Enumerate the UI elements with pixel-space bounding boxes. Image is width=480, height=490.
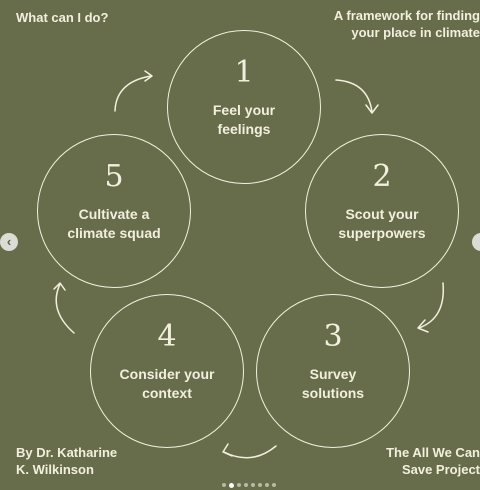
arrow-4-to-5-icon bbox=[53, 282, 75, 334]
author-line-2: K. Wilkinson bbox=[16, 462, 94, 477]
author-credit: By Dr. Katharine K. Wilkinson bbox=[16, 444, 117, 478]
previous-slide-button[interactable]: ‹ bbox=[0, 233, 18, 251]
arrow-5-to-1-icon bbox=[114, 70, 153, 112]
pagination-dot[interactable] bbox=[244, 483, 248, 487]
step-1-label-line-2: feelings bbox=[217, 121, 271, 137]
step-2-label: Scout your superpowers bbox=[312, 205, 452, 243]
pagination-dot[interactable] bbox=[272, 483, 276, 487]
framework-line-2: your place in climate bbox=[351, 25, 480, 40]
step-4-circle: 4 Consider your context bbox=[90, 294, 244, 448]
step-1-number: 1 bbox=[234, 55, 254, 90]
step-2-label-line-1: Scout your bbox=[345, 206, 419, 222]
author-line-1: By Dr. Katharine bbox=[16, 445, 118, 460]
arrow-1-to-2-icon bbox=[335, 79, 379, 114]
step-2-label-line-2: superpowers bbox=[338, 225, 426, 241]
step-4-number: 4 bbox=[157, 319, 177, 354]
question-heading: What can I do? bbox=[16, 9, 108, 26]
chevron-left-icon: ‹ bbox=[6, 234, 12, 249]
step-3-label-line-1: Survey bbox=[309, 366, 357, 382]
step-5-circle: 5 Cultivate a climate squad bbox=[37, 134, 191, 288]
step-3-number: 3 bbox=[323, 319, 343, 354]
pagination-dot[interactable] bbox=[222, 483, 226, 487]
arrow-2-to-3-icon bbox=[417, 282, 445, 333]
step-4-label: Consider your context bbox=[97, 365, 237, 403]
step-1-label: Feel your feelings bbox=[174, 101, 314, 139]
step-1-circle: 1 Feel your feelings bbox=[167, 30, 321, 184]
step-3-label: Survey solutions bbox=[263, 365, 403, 403]
pagination-dot[interactable] bbox=[265, 483, 269, 487]
step-2-number: 2 bbox=[372, 159, 392, 194]
carousel-pagination bbox=[222, 482, 276, 489]
project-credit: The All We Can Save Project bbox=[320, 444, 480, 478]
project-line-2: Save Project bbox=[401, 462, 480, 477]
step-5-label-line-2: climate squad bbox=[67, 225, 161, 241]
framework-line-1: A framework for finding bbox=[333, 8, 480, 23]
project-line-1: The All We Can bbox=[386, 445, 480, 460]
question-text: What can I do? bbox=[16, 10, 109, 25]
step-2-circle: 2 Scout your superpowers bbox=[305, 134, 459, 288]
framework-subtitle: A framework for finding your place in cl… bbox=[260, 7, 480, 41]
pagination-dot[interactable] bbox=[237, 483, 241, 487]
step-3-circle: 3 Survey solutions bbox=[256, 294, 410, 448]
next-slide-button[interactable] bbox=[472, 233, 480, 251]
arrow-3-to-4-icon bbox=[222, 443, 277, 459]
step-1-label-line-1: Feel your bbox=[212, 102, 276, 118]
pagination-dot[interactable] bbox=[258, 483, 262, 487]
step-5-number: 5 bbox=[104, 159, 124, 194]
step-3-label-line-2: solutions bbox=[301, 385, 365, 401]
step-5-label-line-1: Cultivate a bbox=[78, 206, 150, 222]
pagination-dot[interactable] bbox=[229, 482, 234, 488]
pagination-dot[interactable] bbox=[251, 483, 255, 487]
step-4-label-line-1: Consider your bbox=[119, 366, 215, 382]
step-4-label-line-2: context bbox=[142, 385, 192, 401]
step-5-label: Cultivate a climate squad bbox=[44, 205, 184, 243]
